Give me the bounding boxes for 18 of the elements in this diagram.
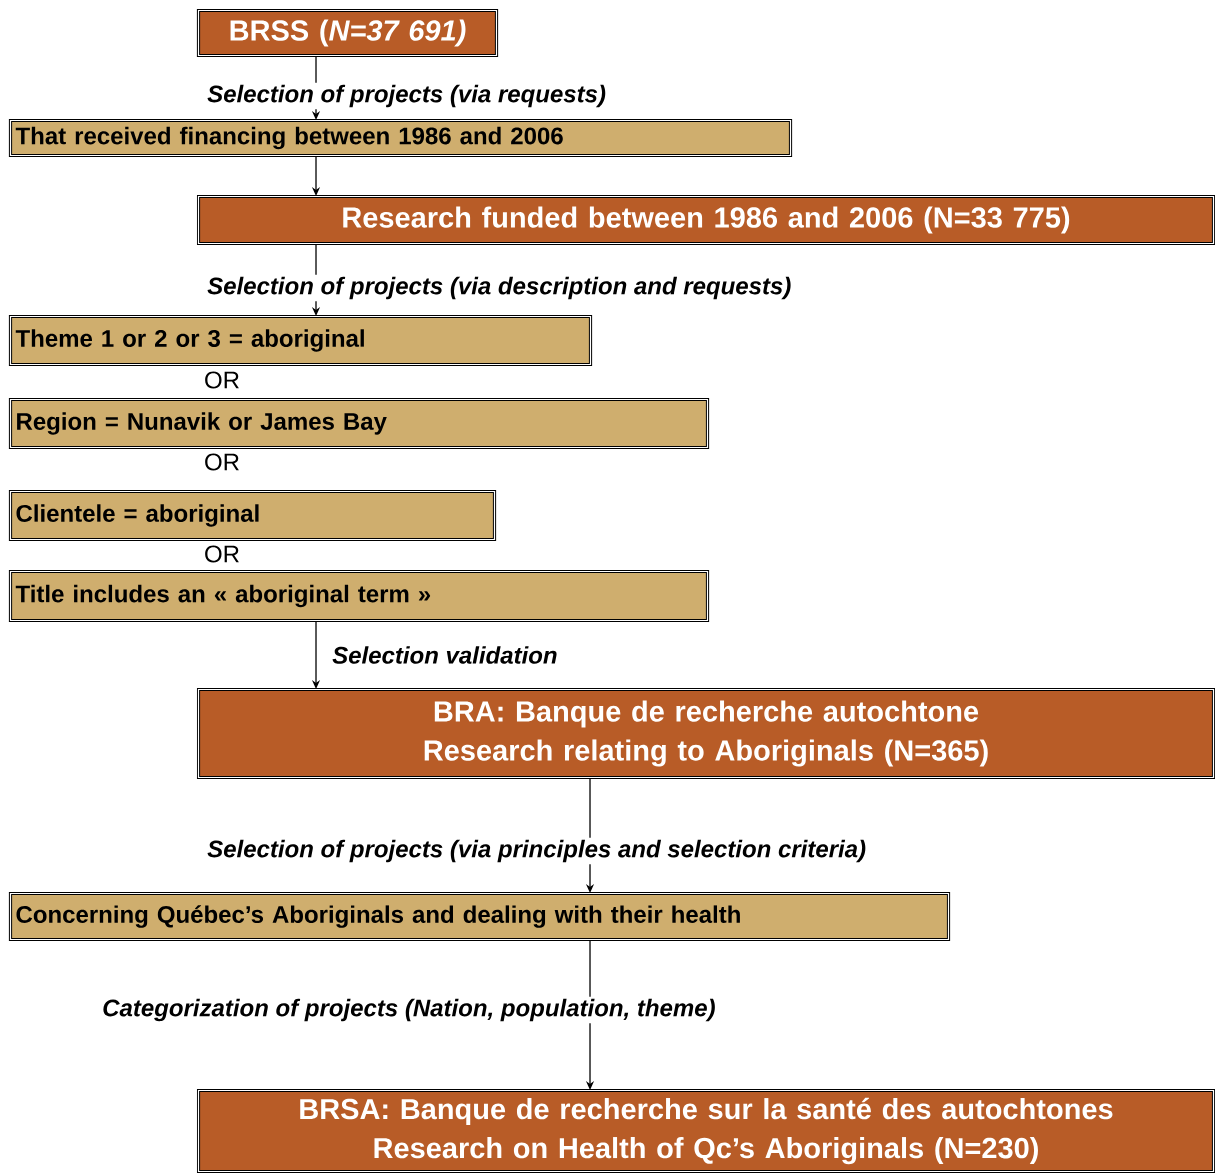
- edge-label: Selection validation: [330, 644, 560, 666]
- result-box: Research funded between 1986 and 2006 (N=33 775): [196, 194, 1215, 246]
- criteria-box: Concerning Québec’s Aboriginals and dealing with their health: [8, 891, 951, 942]
- edge-label: Selection of projects (via principles and selection criteria): [205, 837, 869, 865]
- edge-label: Selection of projects (via requests): [205, 82, 608, 110]
- criteria-box: Region = Nunavik or James Bay: [8, 397, 710, 450]
- criteria-box: Title includes an « aboriginal term »: [8, 569, 710, 623]
- criteria-box: That received financing between 1986 and 2006: [8, 118, 793, 158]
- operator-label: OR: [205, 453, 239, 471]
- edge-label: Categorization of projects (Nation, population, theme): [100, 996, 718, 1024]
- operator-label: OR: [205, 371, 239, 389]
- result-box: BRSS (N=37 691): [196, 8, 499, 58]
- operator-label: OR: [205, 545, 239, 563]
- criteria-box: Clientele = aboriginal: [8, 489, 497, 542]
- result-box: BRSA: Banque de recherche sur la santé des autochtones Research on Health of Qc’s Aboriginals (N=230): [196, 1088, 1215, 1173]
- result-box: BRA: Banque de recherche autochtone Research relating to Aboriginals (N=365): [196, 687, 1215, 780]
- edge-label: Selection of projects (via description and requests): [205, 274, 794, 302]
- criteria-box: Theme 1 or 2 or 3 = aboriginal: [8, 314, 593, 367]
